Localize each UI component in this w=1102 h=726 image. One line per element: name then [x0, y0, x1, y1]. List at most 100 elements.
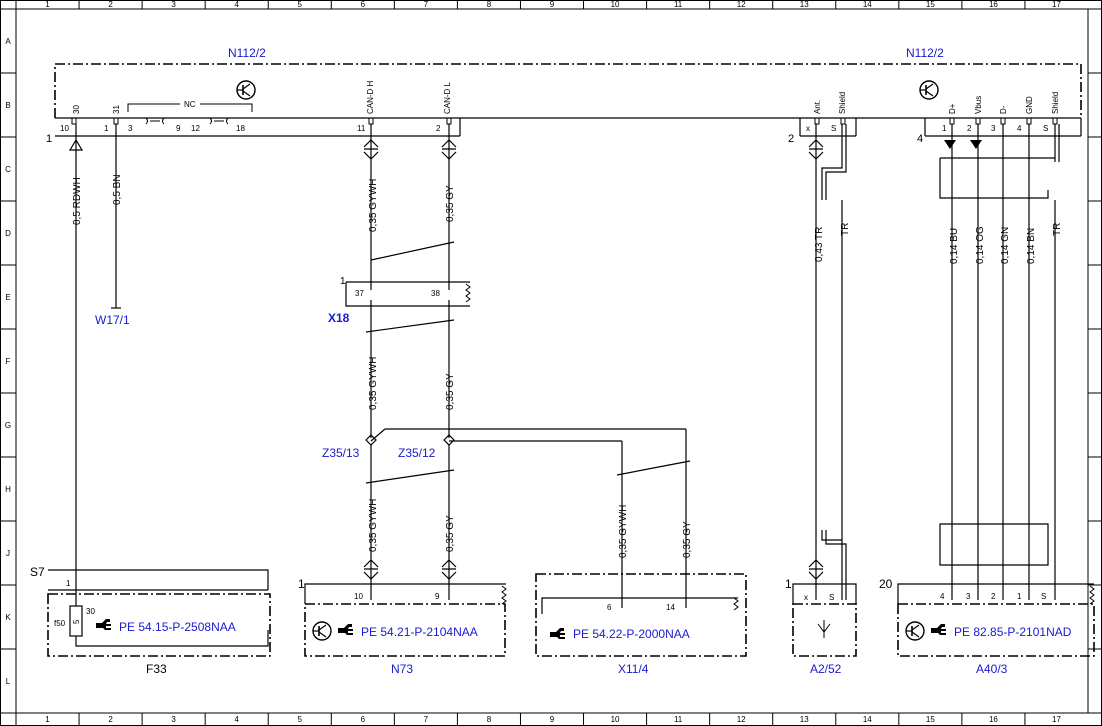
z35-12-label: Z35/12 — [398, 446, 436, 460]
column-number: 4 — [234, 0, 239, 9]
column-number: 6 — [361, 715, 366, 724]
column-number: 2 — [108, 715, 113, 724]
fuse-value: 5 — [72, 619, 81, 624]
a2-box — [792, 603, 857, 657]
pin-number: 9 — [176, 124, 181, 133]
a2-label: A2/52 — [810, 662, 842, 676]
pin-number: S — [1041, 592, 1046, 601]
pin-number: 11 — [357, 124, 366, 133]
pin-number: 9 — [435, 592, 440, 601]
column-number: 3 — [171, 715, 176, 724]
row-letter: C — [5, 165, 11, 174]
pin-label: CAN-D H — [366, 80, 375, 114]
f33-box — [47, 593, 271, 657]
f33-ref: PE 54.15-P-2508NAA — [119, 620, 236, 634]
pin-number: 1 — [942, 124, 947, 133]
pin-number: S — [831, 124, 836, 133]
column-number: 16 — [989, 715, 998, 724]
column-number: 5 — [298, 715, 303, 724]
a40-label: A40/3 — [976, 662, 1008, 676]
row-letter: K — [5, 613, 11, 622]
wire-label: 0,35 GYWH — [368, 357, 379, 410]
pin-number: 2 — [991, 592, 996, 601]
n112-left-label: N112/2 — [228, 46, 266, 60]
pin-number: 1 — [298, 577, 305, 591]
pin-label: 31 — [112, 105, 121, 114]
pin-number: 2 — [967, 124, 972, 133]
row-letter: A — [5, 37, 11, 46]
n112-right-label: N112/2 — [906, 46, 944, 60]
pin-number: 4 — [940, 592, 945, 601]
column-number: 13 — [800, 0, 809, 9]
connector-number: 4 — [917, 133, 923, 145]
x11-ref: PE 54.22-P-2000NAA — [573, 627, 690, 641]
pin-number: 20 — [879, 577, 893, 591]
connector-number: 2 — [788, 133, 794, 145]
wire-label: 0,5 RDWH — [72, 177, 83, 225]
wire-label: 0,35 GYWH — [368, 179, 379, 232]
column-number: 1 — [45, 715, 50, 724]
column-number: 7 — [424, 715, 429, 724]
transistor-icon — [312, 621, 332, 641]
pin-label: NC — [184, 100, 196, 109]
row-letter: H — [5, 485, 11, 494]
pin-label: D- — [999, 105, 1008, 114]
f33-label: F33 — [146, 662, 167, 676]
column-grid: 1122334455667788991010111112121313141415… — [15, 0, 1061, 726]
pin-number: 37 — [355, 289, 364, 298]
wire-label: 0,14 BN — [1026, 228, 1037, 264]
column-number: 10 — [611, 0, 620, 9]
wire-label: 0,35 GY — [682, 521, 693, 558]
wire-label: TR — [1052, 223, 1063, 236]
column-number: 12 — [737, 715, 746, 724]
column-number: 14 — [863, 0, 872, 9]
wire-label: TR — [840, 223, 851, 236]
pin-number: 18 — [236, 124, 245, 133]
pin-number: x — [804, 593, 808, 602]
row-letter: J — [6, 549, 10, 558]
pin-label: D+ — [948, 103, 957, 114]
wire-label: 0,35 GYWH — [368, 499, 379, 552]
pin-number: 10 — [60, 124, 69, 133]
column-number: 14 — [863, 715, 872, 724]
column-number: 8 — [487, 0, 492, 9]
pin-label: Shield — [1051, 92, 1060, 114]
column-number: 11 — [674, 0, 683, 9]
x11-box — [535, 573, 747, 657]
pin-label: 30 — [72, 105, 81, 114]
row-letter: B — [5, 101, 10, 110]
pin-number: S — [829, 593, 834, 602]
wire-label: 0,35 GY — [445, 515, 456, 552]
wire-label: 0,35 GY — [445, 373, 456, 410]
w17-label: W17/1 — [95, 313, 130, 327]
transistor-icon — [905, 621, 925, 641]
column-number: 7 — [424, 0, 429, 9]
pin-number: 1 — [785, 577, 792, 591]
z35-13-label: Z35/13 — [322, 446, 360, 460]
pin-number: 38 — [431, 289, 440, 298]
column-number: 3 — [171, 0, 176, 9]
pin-number: 10 — [354, 592, 363, 601]
column-number: 5 — [298, 0, 303, 9]
x11-label: X11/4 — [618, 662, 649, 676]
pin-number: 3 — [991, 124, 996, 133]
column-number: 9 — [550, 0, 555, 9]
transistor-icon — [236, 80, 256, 100]
pin-number: 1 — [340, 276, 346, 287]
column-number: 8 — [487, 715, 492, 724]
wire-label: 0,14 OG — [975, 226, 986, 264]
row-letter: F — [6, 357, 11, 366]
n73-box — [304, 603, 506, 657]
fuse-label: f50 — [54, 619, 66, 628]
column-number: 1 — [45, 0, 50, 9]
column-number: 13 — [800, 715, 809, 724]
pin-number: 1 — [66, 579, 71, 588]
column-number: 10 — [611, 715, 620, 724]
column-number: 11 — [674, 715, 683, 724]
pin-number: 14 — [666, 603, 675, 612]
a40-ref: PE 82.85-P-2101NAD — [954, 625, 1072, 639]
pin-label: Vbus — [974, 96, 983, 114]
column-number: 16 — [989, 0, 998, 9]
